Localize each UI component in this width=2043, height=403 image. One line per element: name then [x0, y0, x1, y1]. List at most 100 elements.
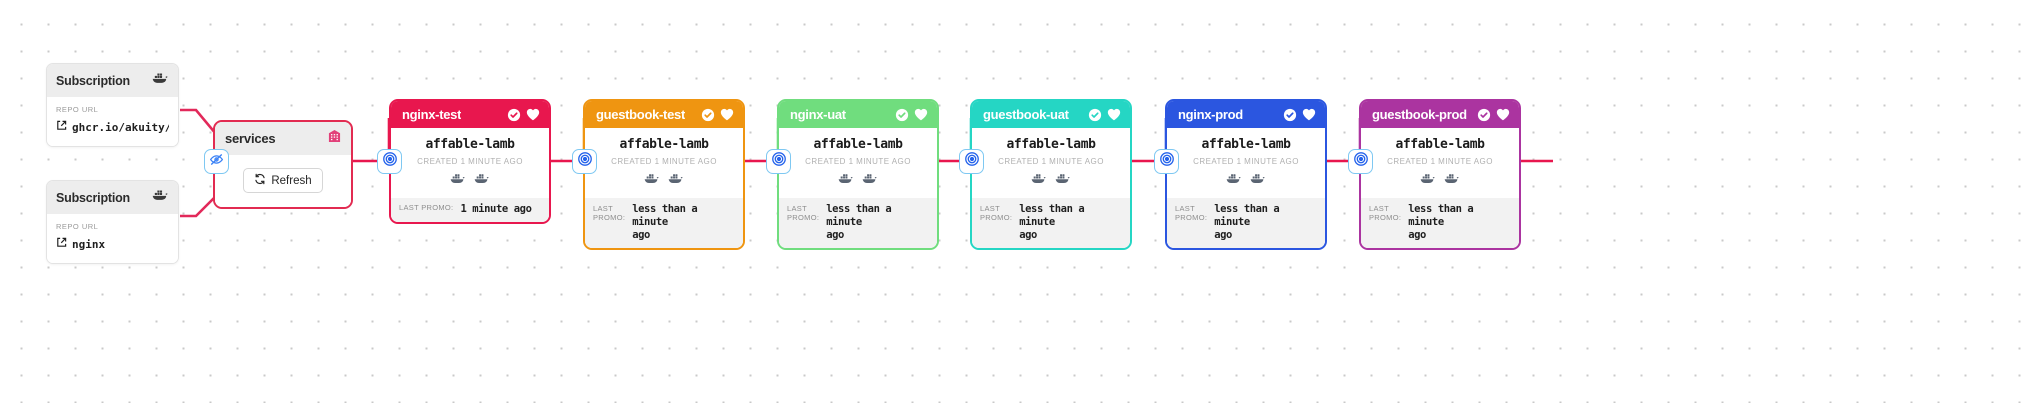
- stage-card[interactable]: guestbook-prod affable-lamb CREATED 1 MI…: [1359, 99, 1521, 251]
- stage-node-guestbook-test[interactable]: guestbook-test affable-lamb CREATED 1 MI…: [583, 99, 745, 251]
- docker-whale-icon: [862, 172, 878, 190]
- freight-created-label: CREATED 1 MINUTE AGO: [998, 157, 1104, 166]
- subscription-title: Subscription: [56, 190, 130, 205]
- repo-url-label: REPO URL: [56, 105, 99, 114]
- check-circle-icon[interactable]: [895, 108, 909, 122]
- target-icon: [771, 151, 787, 172]
- freight-artifact-icons: [591, 172, 737, 190]
- warehouse-node-services[interactable]: services: [213, 120, 353, 209]
- stage-card[interactable]: nginx-prod affable-lamb CREATED 1 MINUTE…: [1165, 99, 1327, 251]
- stage-connector-chip-nginx-uat[interactable]: [766, 149, 791, 174]
- subscription-node-1[interactable]: Subscription REPO URL: [46, 63, 179, 147]
- heart-icon[interactable]: [1496, 108, 1510, 121]
- heart-icon[interactable]: [720, 108, 734, 121]
- stage-name-label: nginx-prod: [1178, 107, 1243, 122]
- stage-header[interactable]: nginx-prod: [1167, 101, 1325, 128]
- stage-connector-chip-nginx-prod[interactable]: [1154, 149, 1179, 174]
- docker-whale-icon: [450, 172, 466, 190]
- eye-slash-icon: [209, 152, 224, 172]
- stage-connector-chip-guestbook-prod[interactable]: [1348, 149, 1373, 174]
- stage-header[interactable]: guestbook-uat: [972, 101, 1130, 128]
- stage-card[interactable]: nginx-uat affable-lamb CREATED 1 MINUTE …: [777, 99, 939, 251]
- repo-url-value[interactable]: ghcr.io/akuity/g…: [72, 120, 169, 134]
- stage-node-nginx-test[interactable]: nginx-test affable-lamb CREATED 1 MINUTE…: [389, 99, 551, 225]
- freight-created-label: CREATED 1 MINUTE AGO: [611, 157, 717, 166]
- docker-whale-icon: [474, 172, 490, 190]
- refresh-label: Refresh: [271, 174, 312, 187]
- hide-subscriptions-chip[interactable]: [204, 149, 229, 174]
- subscription-body: REPO URL nginx: [47, 214, 178, 263]
- stage-connector-chip-guestbook-test[interactable]: [572, 149, 597, 174]
- stage-node-guestbook-uat[interactable]: guestbook-uat affable-lamb CREATED 1 MIN…: [970, 99, 1132, 251]
- check-circle-icon[interactable]: [507, 108, 521, 122]
- docker-whale-icon: [152, 188, 169, 207]
- refresh-icon: [254, 173, 266, 188]
- target-icon: [1353, 151, 1369, 172]
- warehouse-title: services: [225, 131, 276, 146]
- docker-whale-icon: [1031, 172, 1047, 190]
- stage-body: affable-lamb CREATED 1 MINUTE AGO: [1361, 128, 1519, 198]
- freight-name[interactable]: affable-lamb: [619, 137, 709, 152]
- stage-node-nginx-uat[interactable]: nginx-uat affable-lamb CREATED 1 MINUTE …: [777, 99, 939, 251]
- target-icon: [1159, 151, 1175, 172]
- stage-connector-chip-nginx-test[interactable]: [377, 149, 402, 174]
- stage-header[interactable]: nginx-uat: [779, 101, 937, 128]
- freight-name[interactable]: affable-lamb: [1201, 137, 1291, 152]
- stage-card[interactable]: guestbook-test affable-lamb CREATED 1 MI…: [583, 99, 745, 251]
- freight-name[interactable]: affable-lamb: [425, 137, 515, 152]
- freight-name[interactable]: affable-lamb: [813, 137, 903, 152]
- subscription-title: Subscription: [56, 73, 130, 88]
- stage-header[interactable]: nginx-test: [391, 101, 549, 128]
- external-link-icon[interactable]: [56, 235, 67, 253]
- freight-artifact-icons: [978, 172, 1124, 190]
- stage-body: affable-lamb CREATED 1 MINUTE AGO: [391, 128, 549, 198]
- heart-icon[interactable]: [1107, 108, 1121, 121]
- check-circle-icon[interactable]: [701, 108, 715, 122]
- external-link-icon[interactable]: [56, 118, 67, 136]
- stage-body: affable-lamb CREATED 1 MINUTE AGO: [779, 128, 937, 198]
- heart-icon[interactable]: [914, 108, 928, 121]
- stage-node-guestbook-prod[interactable]: guestbook-prod affable-lamb CREATED 1 MI…: [1359, 99, 1521, 251]
- check-circle-icon[interactable]: [1088, 108, 1102, 122]
- freight-artifact-icons: [397, 172, 543, 190]
- warehouse-body: Refresh: [215, 155, 351, 207]
- subscription-node-2[interactable]: Subscription REPO URL: [46, 180, 179, 264]
- freight-name[interactable]: affable-lamb: [1006, 137, 1096, 152]
- check-circle-icon[interactable]: [1283, 108, 1297, 122]
- stage-name-label: nginx-uat: [790, 107, 846, 122]
- stage-node-nginx-prod[interactable]: nginx-prod affable-lamb CREATED 1 MINUTE…: [1165, 99, 1327, 251]
- subscription-header: Subscription: [47, 181, 178, 214]
- target-icon: [964, 151, 980, 172]
- freight-artifact-icons: [1367, 172, 1513, 190]
- subscription-body: REPO URL ghcr.io/akuity/g…: [47, 97, 178, 146]
- docker-whale-icon: [838, 172, 854, 190]
- stage-footer: LAST PROMO: 1 minute ago: [391, 198, 549, 223]
- heart-icon[interactable]: [526, 108, 540, 121]
- stage-header[interactable]: guestbook-test: [585, 101, 743, 128]
- stage-body: affable-lamb CREATED 1 MINUTE AGO: [585, 128, 743, 198]
- freight-name[interactable]: affable-lamb: [1395, 137, 1485, 152]
- heart-icon[interactable]: [1302, 108, 1316, 121]
- stage-name-label: guestbook-prod: [1372, 107, 1467, 122]
- warehouse-header[interactable]: services: [215, 122, 351, 155]
- stage-card[interactable]: guestbook-uat affable-lamb CREATED 1 MIN…: [970, 99, 1132, 251]
- repo-url-value[interactable]: nginx: [72, 237, 106, 251]
- docker-whale-icon: [1250, 172, 1266, 190]
- refresh-button[interactable]: Refresh: [243, 168, 323, 193]
- stage-header[interactable]: guestbook-prod: [1361, 101, 1519, 128]
- stage-card[interactable]: nginx-test affable-lamb CREATED 1 MINUTE…: [389, 99, 551, 225]
- last-promo-value: 1 minute ago: [460, 203, 532, 215]
- check-circle-icon[interactable]: [1477, 108, 1491, 122]
- docker-whale-icon: [1420, 172, 1436, 190]
- stage-connector-chip-guestbook-uat[interactable]: [959, 149, 984, 174]
